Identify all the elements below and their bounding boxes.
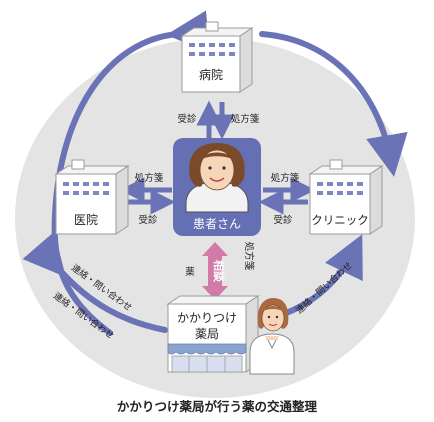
clinic-label: クリニック <box>311 213 369 227</box>
edge-label-consult-clinic: 受診 <box>273 214 293 226</box>
patient-label: 患者さん <box>193 217 241 231</box>
edge-label-prescription-pharmacy: 処方箋 <box>243 242 255 271</box>
long-arrow-hospital-clinic <box>259 31 408 177</box>
edge-label-consult-hospital: 受診 <box>177 113 197 125</box>
edge-label-consult-doctor-office: 受診 <box>138 214 158 226</box>
patient-panel <box>173 138 261 236</box>
pharmacy-building <box>166 295 260 373</box>
hospital-building <box>180 21 254 93</box>
edge-label-prescription-hospital: 処方箋 <box>231 113 260 125</box>
diagram-caption: かかりつけ薬局が行う薬の交通整理 <box>117 399 318 414</box>
clinic-building <box>308 159 384 235</box>
pharmacy-label-line1: かかりつけ <box>177 311 237 325</box>
pharmacist-figure <box>249 298 295 375</box>
arrow-doctor-office-pharmacy <box>22 231 168 333</box>
edge-label-prescription-doctor-office: 処方箋 <box>135 172 164 184</box>
consult-double-arrow <box>202 242 228 300</box>
pharmacy-label-line2: 薬局 <box>195 327 219 341</box>
doctor-office-label: 医院 <box>74 213 98 227</box>
edge-label-prescription-clinic: 処方箋 <box>271 172 300 184</box>
consult-arrow-label: 相談 <box>212 260 226 283</box>
edge-label-medicine: 薬 <box>185 266 195 278</box>
doctor-office-building <box>54 159 130 235</box>
hospital-label: 病院 <box>199 67 223 82</box>
